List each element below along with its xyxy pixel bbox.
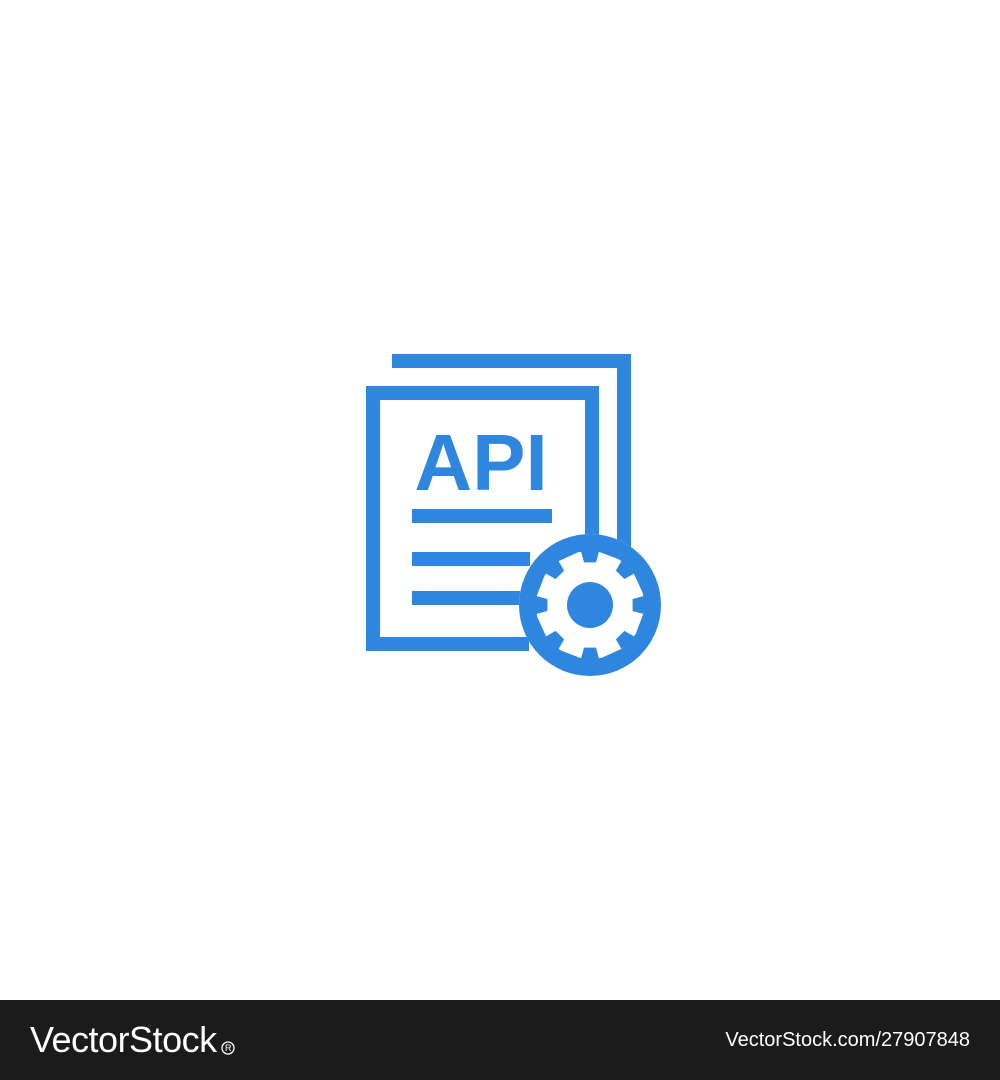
svg-text:R: R (225, 1043, 232, 1053)
back-page-outline (392, 354, 631, 585)
brand-name: VectorStock (30, 1019, 217, 1060)
watermark-footer: VectorStock R VectorStock.com/27907848 (0, 1000, 1000, 1080)
registered-mark-icon: R (220, 1022, 235, 1055)
vectorstock-logo: VectorStock R (30, 1019, 235, 1061)
gear-hub (567, 582, 613, 628)
gear-icon (519, 534, 661, 676)
front-page-outline (366, 386, 599, 651)
document-line-2 (412, 552, 530, 566)
api-document-gear-icon: API (366, 354, 661, 676)
api-label: API (414, 418, 547, 507)
image-canvas: API (366, 354, 661, 676)
document-line-1 (412, 509, 552, 523)
image-id: VectorStock.com/27907848 (725, 1028, 970, 1051)
document-line-3 (412, 591, 520, 605)
api-illustration-svg: API (366, 354, 661, 676)
